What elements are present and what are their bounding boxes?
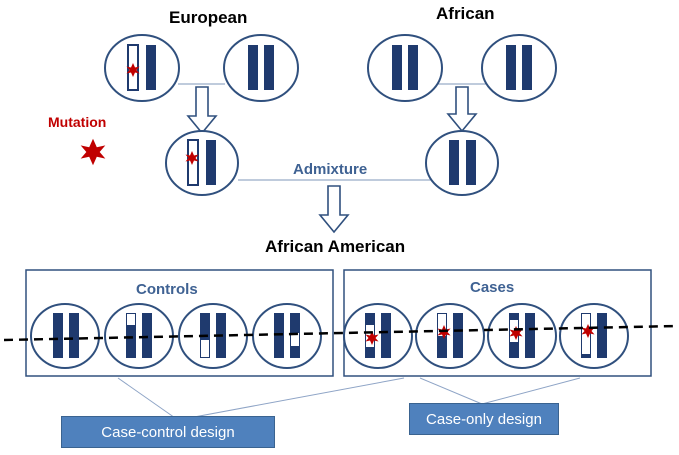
case-individual-3 [487,303,557,369]
african-parent-1 [367,34,443,102]
european-parent-1 [104,34,180,102]
arrow-african [446,86,478,133]
case-only-design-box: Case-only design [409,403,559,435]
cases-label: Cases [470,279,515,296]
control-individual-4 [252,303,322,369]
african-american-title: African American [265,237,406,256]
african-parent-2 [481,34,557,102]
mutation-legend-icon [80,138,106,166]
arrow-admixture [318,185,350,234]
connector-lines [178,83,486,181]
case-control-design-box: Case-control design [61,416,275,448]
case-individual-4 [559,303,629,369]
dashed-locus-line [3,324,677,342]
european-title: European [169,8,248,27]
case-individual-2 [415,303,485,369]
case-individual-1 [343,303,413,369]
controls-label: Controls [136,281,198,298]
design-connector-lines [117,377,581,421]
control-individual-1 [30,303,100,369]
arrow-european [186,86,218,135]
european-offspring [165,130,239,196]
mutation-label: Mutation [48,114,107,130]
african-offspring [425,130,499,196]
inheritance-arrows [186,86,478,234]
european-parent-2 [223,34,299,102]
african-title: African [436,4,495,23]
admixture-label: Admixture [293,161,368,178]
